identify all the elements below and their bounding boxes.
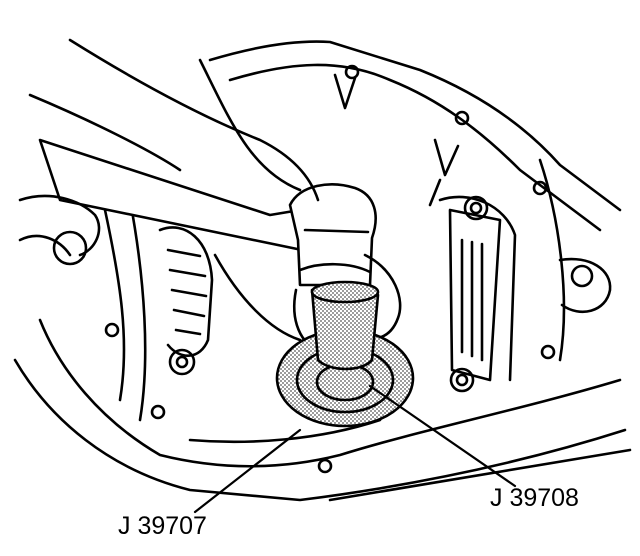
callout-label-tool-a: J 39707 — [118, 512, 207, 540]
bolt-bosses — [52, 64, 594, 474]
hammer — [38, 138, 377, 287]
ribbed-component-left — [158, 226, 214, 357]
leader-lines — [193, 384, 517, 514]
seal-installer — [275, 280, 415, 428]
grille-right — [438, 195, 517, 382]
callout-label-tool-b: J 39708 — [490, 484, 579, 512]
case-outline — [13, 40, 632, 502]
